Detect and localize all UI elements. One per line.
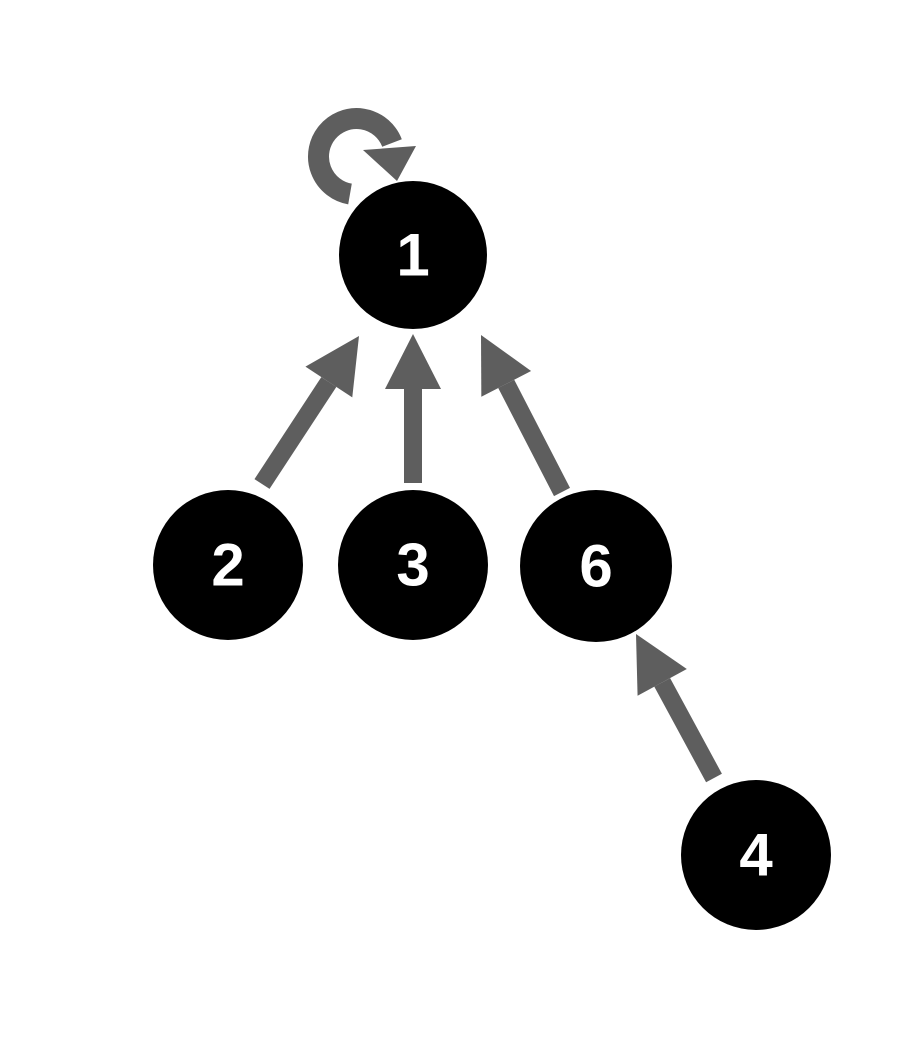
node-2-circle (153, 490, 303, 640)
self-loop-edge-1-1 (308, 108, 416, 205)
node-1: 1 (339, 181, 487, 329)
node-6-circle (520, 490, 672, 642)
node-1-label: 1 (396, 222, 429, 289)
edge-3-1 (385, 334, 441, 483)
node-3-label: 3 (396, 532, 429, 599)
node-2-label: 2 (211, 532, 244, 599)
edge-4-6-shaft (654, 678, 722, 783)
self-loop-arrowhead-icon (363, 146, 416, 181)
edge-2-1-shaft (254, 377, 337, 489)
node-2: 2 (153, 490, 303, 640)
node-4-circle (681, 780, 831, 930)
edge-2-1-arrowhead-icon (305, 336, 359, 398)
node-4: 4 (681, 780, 831, 930)
node-4-label: 4 (739, 822, 773, 889)
node-3: 3 (338, 490, 488, 640)
nodes-layer: 1 2 3 6 4 (153, 181, 831, 930)
edge-6-1-arrowhead-icon (481, 335, 532, 397)
edge-6-1-shaft (498, 379, 570, 497)
node-1-circle (339, 181, 487, 329)
node-3-circle (338, 490, 488, 640)
edge-3-1-arrowhead-icon (385, 334, 441, 389)
self-loop-arc (308, 108, 402, 205)
edge-4-6-arrowhead-icon (636, 634, 687, 696)
edges-layer (254, 108, 722, 783)
node-6-label: 6 (579, 533, 612, 600)
edge-2-1 (254, 336, 359, 489)
edge-4-6 (636, 634, 722, 783)
edge-6-1 (481, 335, 570, 497)
node-6: 6 (520, 490, 672, 642)
